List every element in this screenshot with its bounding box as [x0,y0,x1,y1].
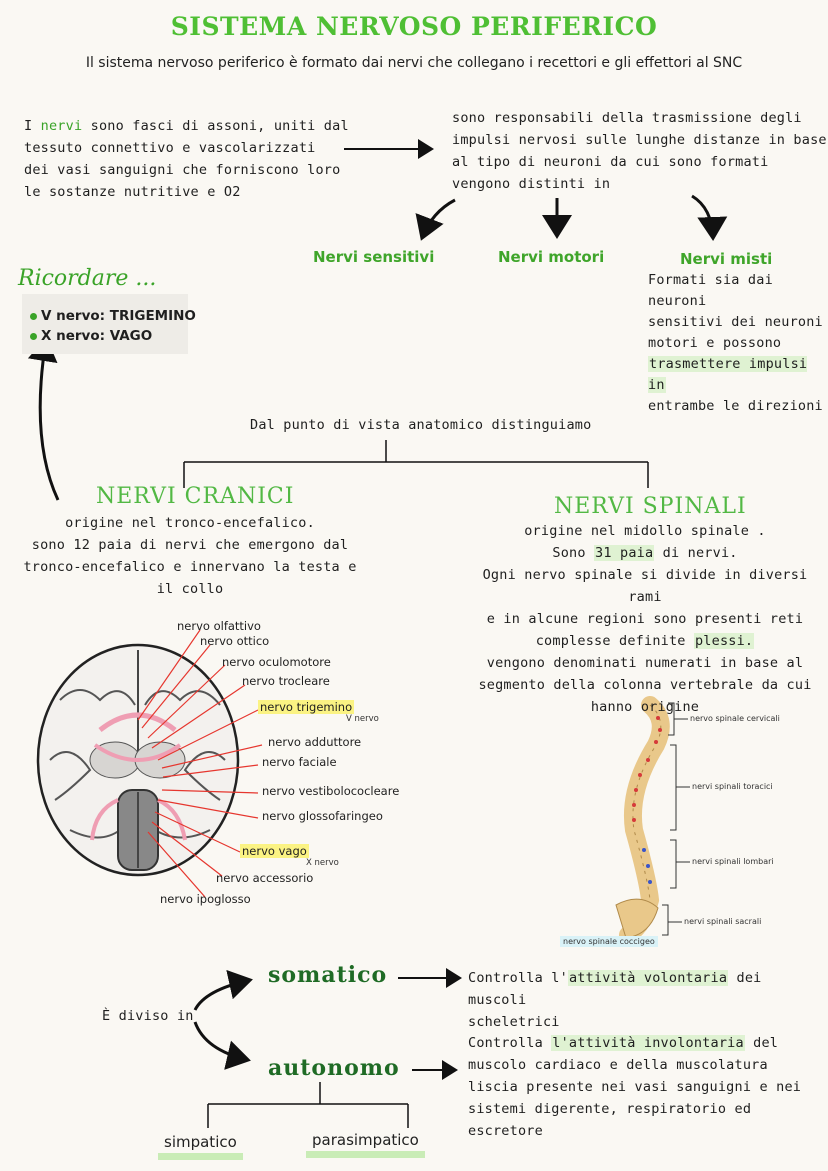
ricordare-box [22,294,188,354]
diviso-text: È diviso in [102,1008,194,1024]
ricordare-list: V nervo: TRIGEMINO X nervo: VAGO [30,306,196,346]
label-cervicali: nervo spinale cervicali [690,714,780,723]
nervi-spinali-title: NERVI SPINALI [554,494,747,519]
nervi-definition: I nervi sono fasci di assoni, uniti dal … [24,118,349,200]
label-v-nervo: V nervo [346,714,379,724]
anatomico-text: Dal punto di vista anatomico distinguiam… [250,417,592,433]
simpatico-label: simpatico [158,1133,243,1160]
somatico-title: somatico [268,962,388,988]
label-olfattivo: nervo olfattivo [177,619,261,633]
list-item: X nervo: VAGO [30,326,196,346]
page-title: SISTEMA NERVOSO PERIFERICO [170,12,658,41]
label-trocleare: nervo trocleare [242,674,330,688]
arrow-ricordare [27,337,60,501]
label-sacrali: nervi spinali sacrali [684,917,762,926]
nervi-sensitivi-label: Nervi sensitivi [313,248,435,266]
label-x-nervo: X nervo [306,858,339,868]
responsabili-text: sono responsabili della trasmissione deg… [452,110,827,192]
label-vestibolococleare: nervo vestibolococleare [262,784,400,798]
nervi-motori-label: Nervi motori [498,248,605,266]
label-glossofaringeo: nervo glossofaringeo [262,809,383,823]
label-adduttore: nervo adduttore [268,735,362,749]
nervi-cranici-title: NERVI CRANICI [96,484,295,509]
nervi-misti-label: Nervi misti [680,250,773,268]
label-trigemino: nervo trigemino [258,700,355,714]
label-vago: nervo vago [240,844,309,858]
label-toracici: nervi spinali toracici [692,782,773,791]
spine-illustration [615,696,670,944]
label-ipoglosso: nervo ipoglosso [160,892,251,906]
ricordare-title: Ricordare ... [18,266,157,291]
page-subtitle: Il sistema nervoso periferico è formato … [85,55,743,71]
label-coccigeo: nervo spinale coccigeo [560,936,658,947]
label-lombari: nervi spinali lombari [692,857,774,866]
spinali-description: origine nel midollo spinale . Sono 31 pa… [478,523,812,715]
label-oculomotore: nervo oculomotore [222,655,331,669]
label-faciale: nervo faciale [262,755,337,769]
somatico-description: Controlla l'attività volontaria dei musc… [468,970,762,1030]
autonomo-description: Controlla l'attività involontaria del mu… [468,1035,802,1139]
brain-illustration [36,643,240,877]
label-accessorio: nervo accessorio [216,871,314,885]
autonomo-title: autonomo [268,1055,400,1081]
arrow-misti [691,194,728,241]
parasimpatico-label: parasimpatico [306,1131,425,1158]
cranici-description: origine nel tronco-encefalico. sono 12 p… [23,515,357,597]
misti-description: Formati sia dai neuroni sensitivi dei ne… [648,272,823,414]
arrow-sensitivi [415,198,456,241]
list-item: V nervo: TRIGEMINO [30,306,196,326]
label-ottico: nervo ottico [200,634,270,648]
